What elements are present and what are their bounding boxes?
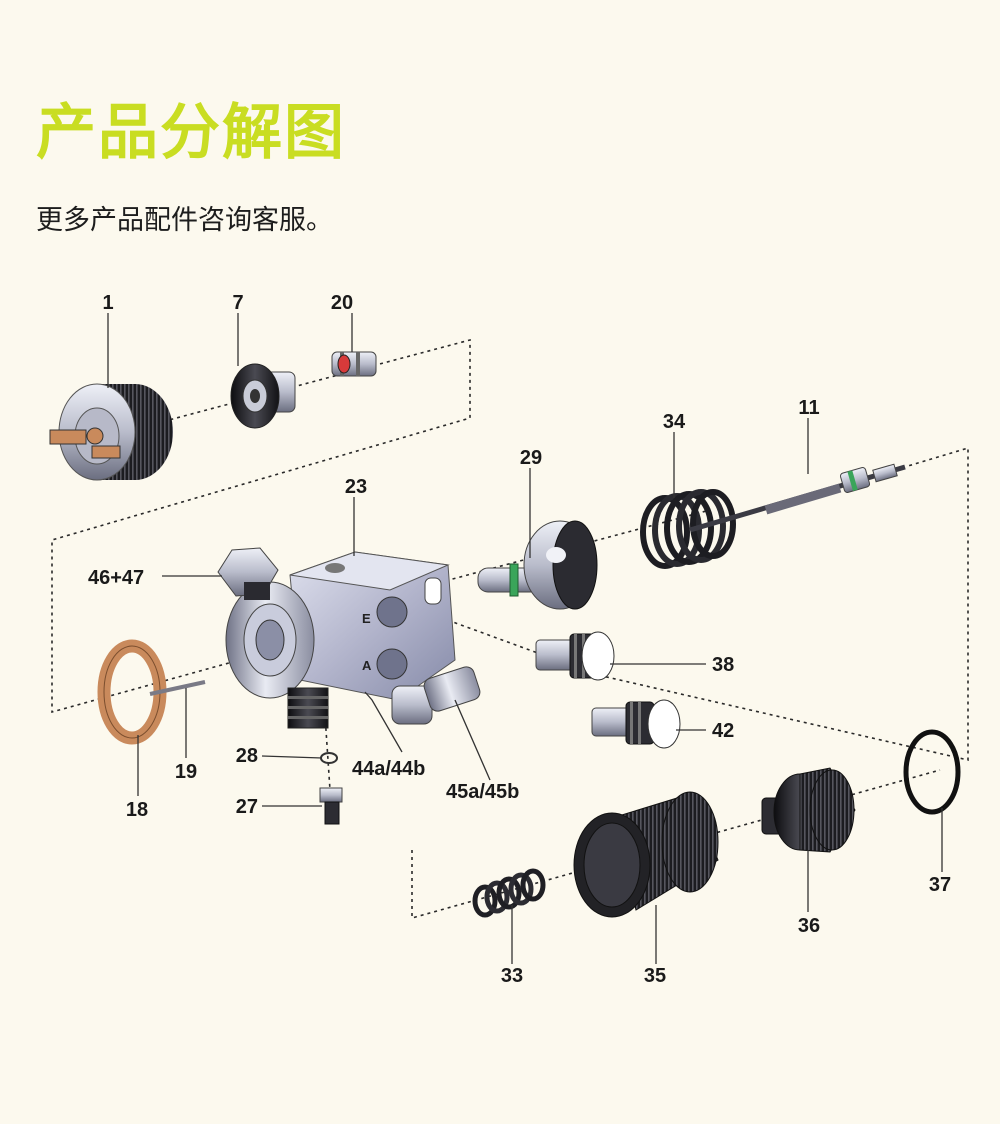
body-mark-a: A <box>362 658 372 673</box>
part-29-piston <box>477 520 598 610</box>
part-label-27: 27 <box>236 796 258 818</box>
part-45-elbow <box>391 666 481 725</box>
part-label-1: 1 <box>102 292 113 314</box>
part-label-38: 38 <box>712 654 734 676</box>
part-label-44a-44b: 44a/44b <box>352 758 425 780</box>
part-label-11: 11 <box>798 397 819 419</box>
part-label-46-47: 46+47 <box>88 567 144 589</box>
part-label-36: 36 <box>798 915 820 937</box>
page-subtitle: 更多产品配件咨询客服。 <box>36 205 333 236</box>
part-label-28: 28 <box>236 745 258 767</box>
part-33-spring <box>472 868 546 918</box>
part-1-air-cap <box>49 383 173 481</box>
body-mark-e: E <box>362 611 371 626</box>
part-37-o-ring <box>903 729 961 815</box>
part-38-valve <box>535 631 615 681</box>
part-34-spring <box>640 489 736 569</box>
part-label-7: 7 <box>232 292 243 314</box>
part-35-knurled-cap <box>573 791 719 918</box>
part-label-34: 34 <box>663 411 686 433</box>
part-label-18: 18 <box>126 799 148 821</box>
part-46-47-fitting <box>217 547 279 600</box>
part-23-gun-body: E A <box>225 551 456 729</box>
part-label-29: 29 <box>520 447 542 469</box>
part-42-valve <box>591 699 681 749</box>
part-36-knob <box>761 767 856 853</box>
part-20-insert <box>331 351 377 377</box>
part-label-23: 23 <box>345 476 367 498</box>
part-label-37: 37 <box>929 874 951 896</box>
part-label-42: 42 <box>712 720 734 742</box>
part-label-19: 19 <box>175 761 197 783</box>
part-label-35: 35 <box>644 965 666 987</box>
part-19-pin <box>149 680 206 696</box>
part-27-plug <box>319 787 343 825</box>
part-label-33: 33 <box>501 965 523 987</box>
page-title: 产品分解图 <box>36 98 346 168</box>
part-7-nozzle <box>230 363 296 429</box>
leader-lines <box>107 313 943 964</box>
part-28-washer <box>320 752 338 764</box>
part-11-needle <box>689 463 906 533</box>
part-labels: 1 7 20 23 29 34 11 46+47 38 42 19 18 28 … <box>88 292 951 987</box>
part-label-45a-45b: 45a/45b <box>446 781 519 803</box>
part-label-20: 20 <box>331 292 353 314</box>
